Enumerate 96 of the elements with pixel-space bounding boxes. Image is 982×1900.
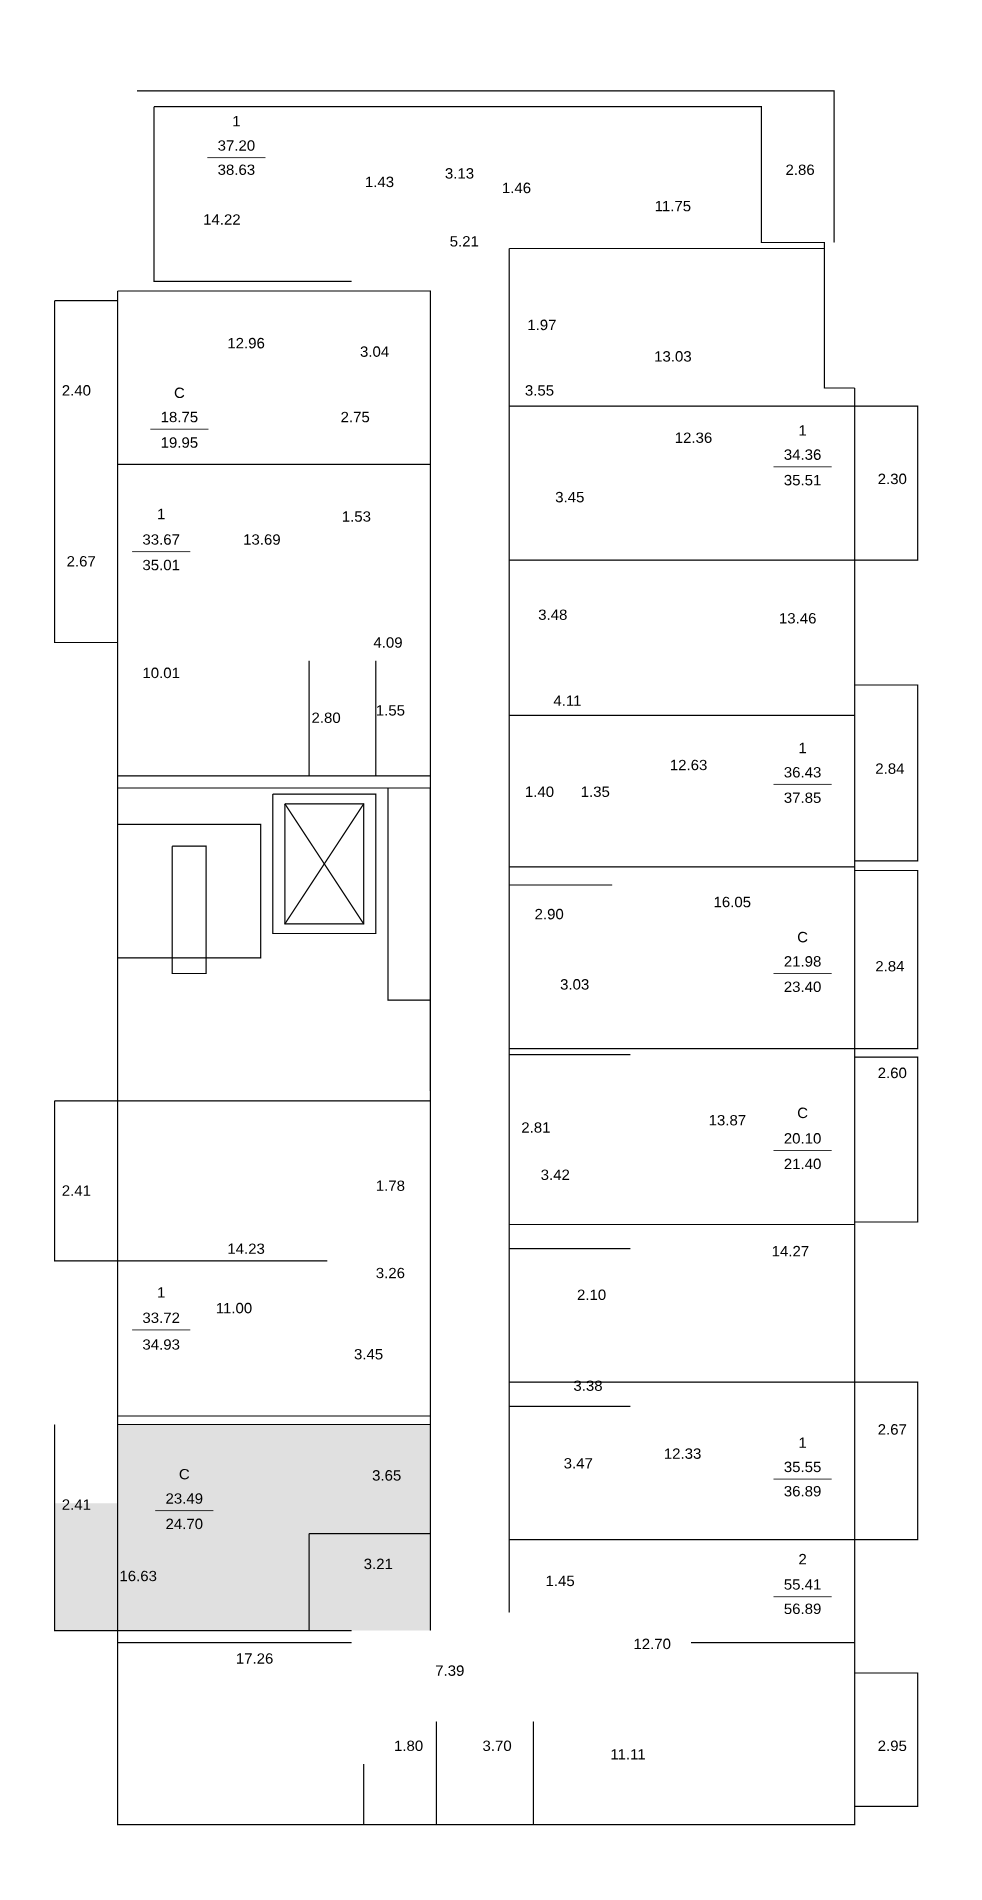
area-label: 1.97 — [528, 319, 556, 331]
area-label: 1 — [158, 508, 165, 520]
area-label: C — [797, 931, 808, 943]
area-label: 1.53 — [342, 511, 371, 522]
area-label: 1.80 — [395, 1740, 423, 1752]
area-label: 35.55 — [784, 1461, 821, 1473]
area-label: 1.35 — [581, 786, 610, 797]
area-label: 17.26 — [237, 1653, 273, 1664]
area-label: 3.45 — [555, 491, 584, 503]
area-label: 2.41 — [62, 1185, 91, 1196]
area-label: C — [174, 387, 185, 399]
area-label: 20.10 — [784, 1133, 821, 1144]
area-label: 1.43 — [366, 176, 394, 188]
area-label: 35.01 — [143, 559, 180, 571]
area-label: 18.75 — [161, 411, 198, 423]
area-label: 3.65 — [372, 1470, 401, 1481]
area-label: 33.72 — [143, 1312, 180, 1324]
area-label: 13.46 — [780, 613, 816, 624]
area-label: 23.40 — [784, 981, 821, 993]
area-label: 12.96 — [228, 337, 265, 349]
area-label: 3.04 — [360, 346, 389, 357]
area-label: 35.51 — [784, 474, 821, 486]
area-label: 2.67 — [878, 1424, 907, 1435]
area-label: 2.60 — [878, 1067, 907, 1079]
area-label: 1.55 — [376, 705, 405, 716]
area-label: 1.40 — [526, 786, 554, 797]
area-label: 55.41 — [784, 1579, 821, 1590]
area-label: 1 — [233, 116, 240, 127]
area-label: 2.41 — [62, 1499, 91, 1510]
area-label: 2.81 — [522, 1122, 550, 1133]
area-label: 5.21 — [450, 236, 479, 247]
area-label: 3.38 — [573, 1380, 602, 1391]
area-label: 24.70 — [166, 1518, 203, 1530]
area-label: 19.95 — [161, 437, 198, 448]
area-label: 2.84 — [876, 763, 905, 774]
area-label: 2.86 — [786, 164, 815, 175]
area-label: 2.90 — [535, 908, 564, 920]
area-label: C — [797, 1107, 808, 1119]
area-label: 3.21 — [364, 1558, 393, 1570]
area-label: 13.87 — [709, 1114, 746, 1126]
area-label: 34.36 — [784, 449, 821, 460]
area-label: 1 — [799, 1437, 807, 1448]
area-label: 12.33 — [665, 1448, 701, 1459]
area-label: 2.10 — [577, 1289, 606, 1301]
area-label: 3.26 — [376, 1267, 405, 1279]
area-label: 2.67 — [67, 556, 96, 567]
area-label: 3.47 — [564, 1458, 593, 1469]
area-label: 23.49 — [166, 1493, 203, 1504]
area-label: 2.30 — [878, 473, 907, 485]
area-label: 2.95 — [878, 1740, 907, 1752]
area-label: 14.23 — [228, 1243, 265, 1254]
area-label: 36.89 — [784, 1485, 821, 1497]
area-label: 3.70 — [483, 1740, 512, 1752]
area-label: 7.39 — [435, 1665, 464, 1676]
area-label: 11.00 — [216, 1302, 252, 1314]
area-label: 12.36 — [675, 432, 712, 443]
area-label: 13.69 — [244, 534, 280, 545]
area-label: 3.13 — [445, 168, 474, 179]
area-label: 37.20 — [218, 140, 255, 151]
area-label: 2.40 — [62, 385, 91, 396]
area-label: 1 — [799, 425, 807, 436]
area-label: 14.27 — [772, 1245, 809, 1257]
area-label: 13.03 — [655, 351, 691, 362]
area-label: 21.40 — [784, 1158, 821, 1170]
area-label: 1.45 — [546, 1575, 575, 1587]
area-label: 12.63 — [671, 759, 707, 771]
area-label: 2.80 — [312, 712, 341, 723]
area-label: 12.70 — [634, 1638, 671, 1650]
area-label: 4.09 — [373, 637, 402, 648]
area-label: 2.75 — [341, 411, 370, 423]
area-label: C — [179, 1468, 190, 1480]
area-label: 14.22 — [204, 214, 240, 225]
area-label: 16.05 — [714, 896, 751, 908]
area-label: 4.11 — [553, 695, 581, 706]
area-label: 1.78 — [376, 1180, 405, 1191]
area-label: 38.63 — [218, 164, 255, 175]
area-label: 1.46 — [503, 182, 531, 194]
area-label: 36.43 — [784, 767, 821, 778]
area-label: 11.11 — [611, 1749, 645, 1760]
area-label: 2.84 — [876, 960, 905, 972]
area-label: 11.75 — [655, 200, 691, 212]
area-label: 16.63 — [120, 1570, 157, 1582]
area-label: 33.67 — [143, 534, 180, 545]
area-label: 21.98 — [784, 956, 821, 967]
area-label: 2 — [799, 1553, 806, 1565]
area-label: 56.89 — [784, 1603, 821, 1615]
area-label: 1 — [799, 742, 807, 754]
area-label: 3.42 — [541, 1169, 570, 1181]
area-label: 3.55 — [525, 385, 554, 396]
area-label: 1 — [158, 1287, 165, 1298]
area-label: 34.93 — [143, 1339, 180, 1350]
area-label: 37.85 — [784, 792, 821, 803]
area-label: 3.45 — [354, 1348, 383, 1360]
area-label: 10.01 — [143, 667, 180, 679]
area-label: 3.48 — [538, 609, 567, 620]
area-label: 3.03 — [560, 979, 589, 990]
